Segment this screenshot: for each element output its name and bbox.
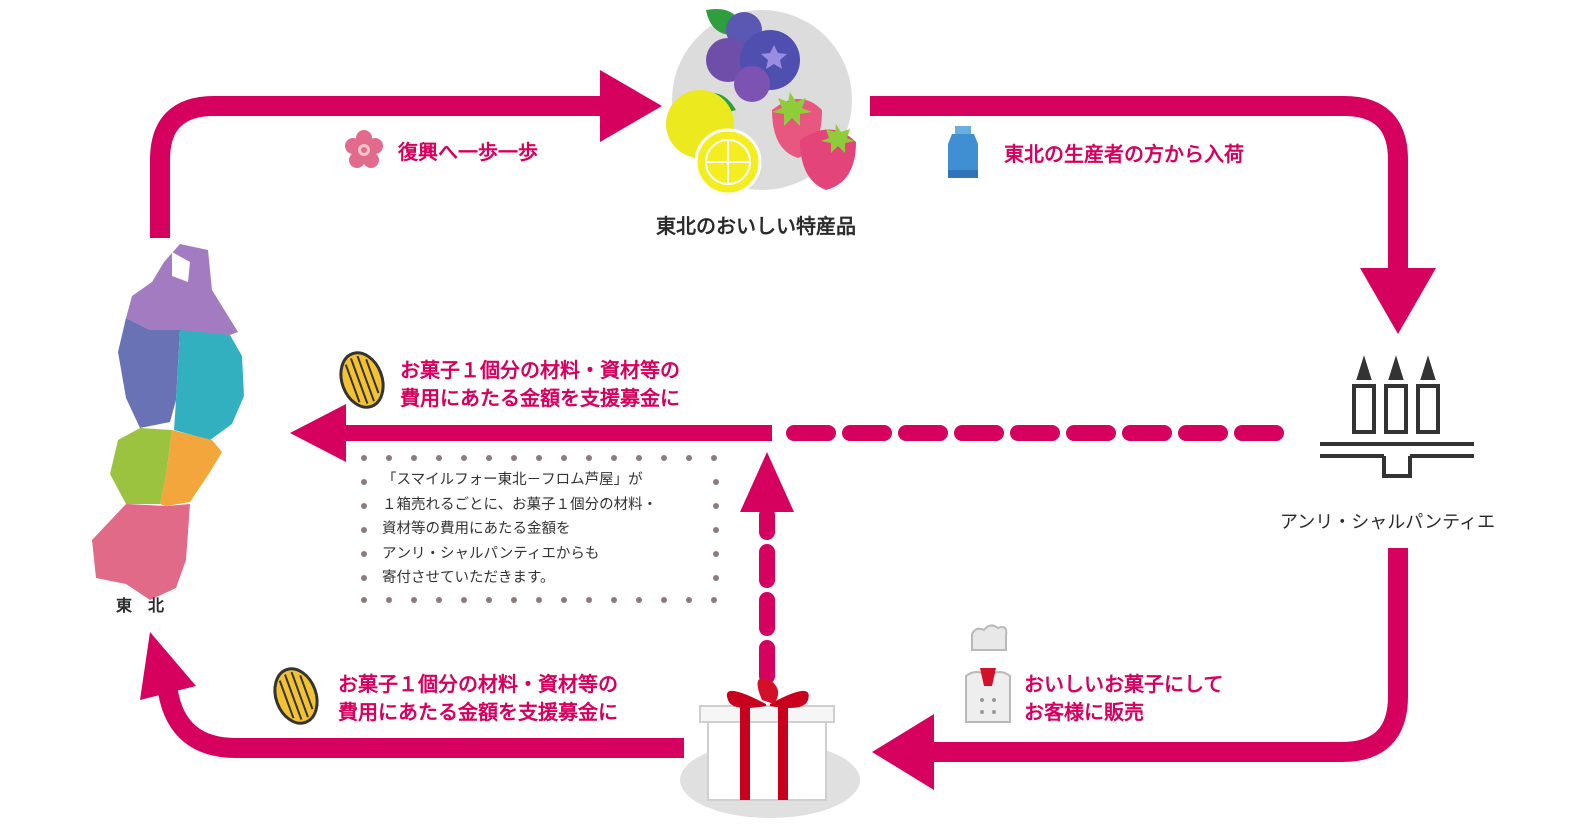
note-border-dot — [561, 597, 567, 603]
note-border-dot — [361, 575, 367, 581]
label-tohoku: 東 北 — [116, 596, 165, 615]
sales-line-1: おいしいお菓子にして — [1024, 672, 1224, 696]
note-border-dot — [511, 597, 517, 603]
note-border-dot — [411, 597, 417, 603]
note-border-dot — [713, 575, 719, 581]
donation-upper-line-2: 費用にあたる金額を支援募金に — [400, 386, 680, 410]
flower-icon — [345, 130, 383, 168]
note-border-dot — [586, 455, 592, 461]
arrow-gift-up — [740, 452, 794, 684]
donation-upper-line-1: お菓子１個分の材料・資材等の — [400, 358, 680, 382]
note-border-dot — [361, 551, 367, 557]
donation-lower-line-2: 費用にあたる金額を支援募金に — [338, 700, 618, 724]
note-border-dot — [436, 455, 442, 461]
label-nyuka: 東北の生産者の方から入荷 — [1004, 142, 1244, 166]
candle-logo — [1320, 355, 1474, 478]
label-donation-upper: お菓子１個分の材料・資材等の 費用にあたる金額を支援募金に — [400, 356, 680, 412]
note-border-dot — [536, 597, 542, 603]
note-border-dot — [361, 503, 367, 509]
note-border-dot — [661, 455, 667, 461]
note-border-dot — [361, 527, 367, 533]
note-line-1: 「スマイルフォー東北－フロム芦屋」が — [382, 472, 643, 488]
madeleine-icon — [339, 351, 385, 409]
tohoku-map — [92, 244, 244, 600]
note-border-dot — [511, 455, 517, 461]
label-brand: アンリ・シャルパンティエ — [1280, 512, 1496, 533]
note-border-dot — [561, 455, 567, 461]
arrow-to-customer — [872, 548, 1408, 790]
note-line-2: １箱売れるごとに、お菓子１個分の材料・ — [382, 496, 658, 513]
note-border-dot — [636, 455, 642, 461]
note-border-dot — [713, 479, 719, 485]
label-tokusanhin: 東北のおいしい特産品 — [656, 214, 856, 238]
note-border-dot — [713, 503, 719, 509]
note-border-dot — [713, 551, 719, 557]
note-border-dot — [486, 597, 492, 603]
note-border-dot — [661, 597, 667, 603]
note-border-dot — [461, 597, 467, 603]
note-line-5: 寄付させていただきます。 — [382, 570, 555, 586]
note-border-dot — [711, 455, 717, 461]
note-border-dot — [611, 597, 617, 603]
note-border-dot — [386, 455, 392, 461]
note-border-dot — [713, 527, 719, 533]
note-border-dot — [361, 597, 367, 603]
note-border-dot — [386, 597, 392, 603]
note-border-dot — [686, 455, 692, 461]
label-donation-lower: お菓子１個分の材料・資材等の 費用にあたる金額を支援募金に — [338, 670, 618, 726]
arrow-to-fruits — [150, 70, 662, 238]
arrow-to-tohoku — [140, 632, 684, 758]
madeleine-icon-lower — [273, 667, 319, 725]
note-border-dot — [711, 597, 717, 603]
fruit-illustration — [666, 9, 856, 196]
note-text: 「スマイルフォー東北－フロム芦屋」が １箱売れるごとに、お菓子１個分の材料・ 資… — [382, 468, 712, 591]
note-border-dot — [361, 479, 367, 485]
note-border-dot — [636, 597, 642, 603]
note-border-dot — [411, 455, 417, 461]
note-border-dot — [361, 455, 367, 461]
note-border-dot — [461, 455, 467, 461]
pastry-chef-icon — [965, 624, 1011, 723]
note-border-dot — [686, 597, 692, 603]
gift-box-icon — [680, 678, 860, 818]
note-line-3: 資材等の費用にあたる金額を — [382, 521, 571, 537]
note-border-dot — [611, 455, 617, 461]
donation-lower-line-1: お菓子１個分の材料・資材等の — [338, 672, 618, 696]
note-box-border — [361, 455, 719, 603]
arrow-to-brand — [870, 96, 1436, 334]
sales-line-2: お客様に販売 — [1024, 700, 1144, 724]
milk-can-icon — [948, 126, 978, 178]
note-line-4: アンリ・シャルパンティエからも — [382, 545, 600, 562]
arrow-donation-middle — [290, 404, 1284, 462]
label-fukkou: 復興へ一歩一歩 — [398, 140, 538, 164]
label-sales: おいしいお菓子にして お客様に販売 — [1024, 670, 1223, 726]
note-border-dot — [586, 597, 592, 603]
note-border-dot — [536, 455, 542, 461]
note-border-dot — [486, 455, 492, 461]
note-border-dot — [436, 597, 442, 603]
